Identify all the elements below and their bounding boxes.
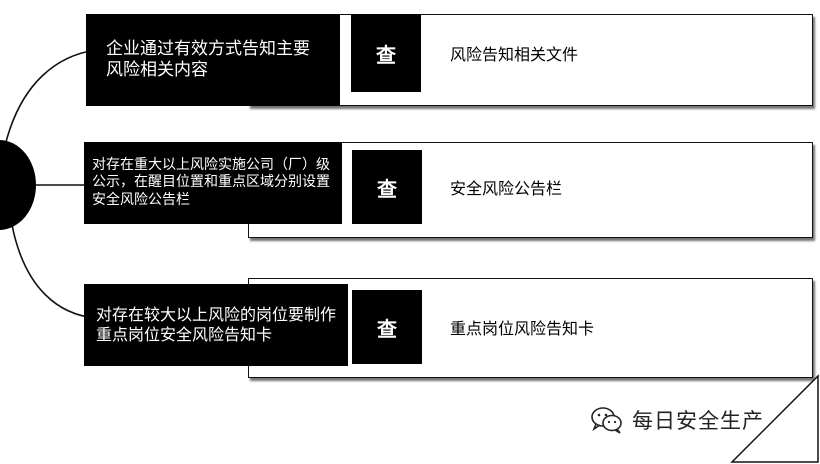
row-1-result: 风险告知相关文件	[450, 45, 579, 64]
corner-decoration	[730, 374, 819, 463]
row-3-condition: 对存在较大以上风险的岗位要制作重点岗位安全风险告知卡	[84, 284, 348, 366]
connector-line-3	[11, 224, 97, 319]
watermark-text: 每日安全生产	[632, 409, 764, 433]
connector-line-1	[3, 49, 97, 151]
watermark: 每日安全生产	[590, 405, 764, 435]
row-2-result: 安全风险公告栏	[450, 179, 563, 198]
row-1-condition: 企业通过有效方式告知主要风险相关内容	[86, 14, 340, 106]
row-2-box	[248, 142, 813, 238]
wechat-icon	[591, 407, 622, 434]
row-3-result: 重点岗位风险告知卡	[450, 319, 595, 338]
row-2-condition: 对存在重大以上风险实施公司（厂）级公示，在醒目位置和重点区域分别设置安全风险公告…	[84, 142, 342, 224]
row-3-check-label: 查	[352, 290, 422, 364]
row-2-check-label: 查	[352, 150, 422, 224]
row-1-box	[248, 14, 813, 106]
row-1-check-label: 查	[351, 14, 421, 92]
